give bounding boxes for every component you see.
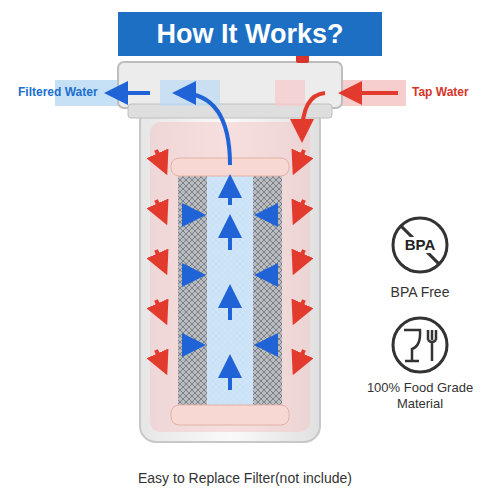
feature-label: BPA Free <box>365 284 475 302</box>
food-grade-icon <box>393 318 447 372</box>
raw-water-chamber <box>150 122 310 432</box>
inlet-channel <box>275 80 305 106</box>
inflow-arrows <box>156 93 398 368</box>
inlet-label: Tap Water <box>412 85 469 100</box>
outflow-arrows <box>112 93 276 390</box>
center-core <box>207 172 253 410</box>
cap-rim <box>128 104 332 118</box>
title-banner: How It Works? <box>118 12 382 56</box>
cartridge-bottom-cap <box>171 405 289 425</box>
caption: Easy to Replace Filter(not include) <box>0 470 490 486</box>
outlet-label: Filtered Water <box>18 85 98 100</box>
title-text: How It Works? <box>156 19 343 50</box>
bpa-free-icon: BPA <box>391 216 449 274</box>
feature-label: 100% Food Grade Material <box>365 380 475 413</box>
icon-text: BPA <box>404 237 437 254</box>
